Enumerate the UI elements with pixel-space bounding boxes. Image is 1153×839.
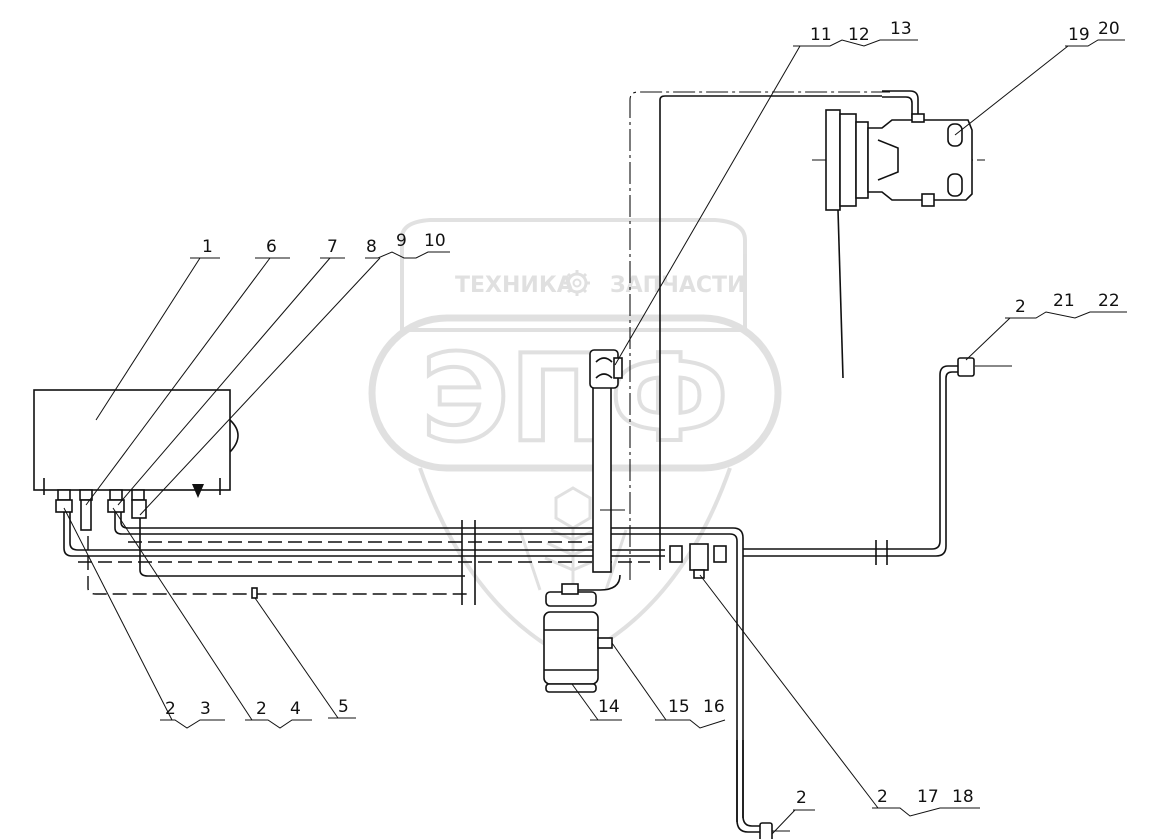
bracket-bolt — [613, 357, 623, 379]
bracket-clamp-detail — [595, 357, 613, 379]
bracket-plate — [592, 379, 612, 573]
callout-21: 21 — [1053, 291, 1075, 311]
evaporator-side-cap — [229, 419, 239, 453]
pipe-3 — [139, 512, 465, 577]
main-pipe-lower — [69, 512, 665, 551]
evaporator-body — [33, 389, 231, 491]
vertical-dash-left — [629, 91, 890, 580]
pipe-down-bend — [736, 740, 760, 833]
callout-15: 15 — [668, 697, 690, 717]
callout-2-right: 2 — [1015, 297, 1026, 317]
mounting-bracket[interactable] — [589, 349, 625, 573]
switch-body — [689, 543, 709, 571]
clip-5[interactable] — [251, 587, 258, 599]
watermark-banner — [368, 314, 782, 472]
callout-11: 11 — [810, 25, 832, 45]
dryer-bottom — [545, 683, 597, 693]
callout-2-low: 2 — [796, 788, 807, 808]
pipe-2-lower — [120, 512, 744, 556]
dryer-body — [543, 611, 599, 685]
compressor-slot-bottom — [947, 173, 963, 197]
compressor-inlet — [882, 90, 919, 118]
compressor-port-bottom — [921, 193, 935, 207]
pipe-2-upper — [114, 512, 738, 556]
callout-7: 7 — [327, 237, 338, 257]
switch-stem — [693, 569, 705, 579]
switch-nut-right — [713, 545, 727, 563]
switch-nut-left — [669, 545, 683, 563]
leader-lines — [63, 39, 1127, 835]
watermark-shield — [399, 218, 747, 332]
filter-pipe — [578, 574, 621, 591]
callout-16: 16 — [703, 697, 725, 717]
callout-17: 17 — [917, 787, 939, 807]
callout-2-bl: 2 — [165, 699, 176, 719]
vertical-line-right — [659, 95, 882, 570]
callout-6: 6 — [266, 237, 277, 257]
compressor-pulley-ring — [839, 113, 857, 207]
fitting-group-left — [55, 489, 93, 531]
compressor-housing — [867, 119, 973, 201]
dryer-top-fitting — [561, 583, 579, 595]
compressor-pulley-outer — [825, 109, 841, 211]
watermark-top-left-text: ТЕХНИКА — [455, 273, 574, 298]
callout-19: 19 — [1068, 25, 1090, 45]
dryer-sensor — [597, 637, 613, 649]
callout-4: 4 — [290, 699, 301, 719]
callout-22: 22 — [1098, 291, 1120, 311]
compressor-belt-line — [837, 209, 844, 379]
compressor-slot-top — [947, 123, 963, 147]
callout-14: 14 — [598, 697, 620, 717]
dash-line-5 — [87, 516, 470, 595]
callout-10: 10 — [424, 231, 446, 251]
pipe-right-upper — [743, 365, 960, 550]
compressor[interactable] — [812, 109, 985, 379]
callout-20: 20 — [1098, 19, 1120, 39]
callout-3: 3 — [200, 699, 211, 719]
callout-labels: 1 6 7 8 9 10 11 12 13 19 20 2 21 22 2 3 … — [165, 19, 1120, 808]
compressor-port-top — [911, 113, 925, 123]
callout-9: 9 — [396, 231, 407, 251]
watermark: ТЕХНИКА ЗАПЧАСТИ ЭПФ — [368, 218, 782, 663]
main-pipe-upper — [63, 512, 665, 557]
pressure-switch[interactable] — [669, 543, 727, 579]
piping — [63, 90, 1012, 833]
break-mark-left — [461, 520, 476, 605]
fitting-21[interactable] — [957, 357, 975, 377]
evaporator-drain — [192, 484, 204, 498]
fitting-bottom-2[interactable] — [759, 822, 773, 839]
callout-1: 1 — [202, 237, 213, 257]
break-mark-right — [875, 540, 888, 565]
callout-2-bm: 2 — [256, 699, 267, 719]
compressor-inlet-2 — [882, 96, 913, 118]
callout-2-br: 2 — [877, 787, 888, 807]
callout-12: 12 — [848, 25, 870, 45]
compressor-clutch — [855, 121, 869, 199]
evaporator-unit[interactable] — [33, 389, 239, 531]
pipe-right-lower — [743, 371, 960, 557]
compressor-rib — [877, 139, 899, 181]
callout-18: 18 — [952, 787, 974, 807]
watermark-main-text: ЭПФ — [421, 330, 729, 469]
watermark-top-right-text: ЗАПЧАСТИ — [610, 273, 745, 298]
gear-icon — [564, 270, 590, 296]
callout-13: 13 — [890, 19, 912, 39]
callout-8: 8 — [366, 237, 377, 257]
receiver-dryer[interactable] — [543, 583, 613, 693]
callout-5: 5 — [338, 697, 349, 717]
pipe-down — [736, 556, 744, 822]
